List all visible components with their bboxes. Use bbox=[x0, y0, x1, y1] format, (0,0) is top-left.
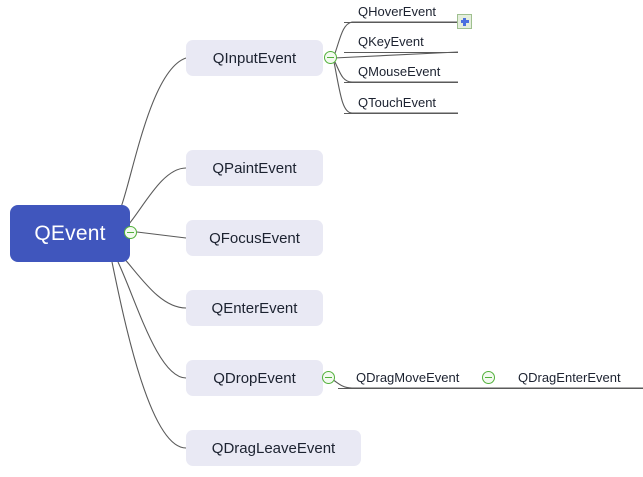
leaf-underline-qmouseevent bbox=[344, 82, 458, 83]
leaf-node-qtouchevent[interactable]: QTouchEvent bbox=[358, 96, 436, 109]
edge-root-to-qpaintevent bbox=[121, 167, 187, 233]
branch-node-label: QFocusEvent bbox=[209, 229, 300, 247]
qinputevent-collapse-icon[interactable] bbox=[324, 51, 337, 64]
leaf-node-label: QMouseEvent bbox=[358, 64, 441, 79]
edge-root-to-qinputevent bbox=[119, 57, 187, 211]
branch-node-qfocusevent[interactable]: QFocusEvent bbox=[186, 220, 323, 256]
leaf-node-label: QDragMoveEvent bbox=[356, 370, 460, 385]
branch-node-qdragleaveevent[interactable]: QDragLeaveEvent bbox=[186, 430, 361, 466]
leaf-node-qmouseevent[interactable]: QMouseEvent bbox=[358, 65, 440, 78]
leaf-underline-qdragmoveevent bbox=[338, 388, 481, 389]
edge-root-to-qdropevent bbox=[117, 261, 187, 379]
leaf-underline-qkeyevent bbox=[344, 52, 458, 53]
branch-node-label: QDragLeaveEvent bbox=[211, 439, 336, 457]
root-node-qevent[interactable]: QEvent bbox=[10, 205, 130, 262]
leaf-node-label: QDragEnterEvent bbox=[518, 370, 621, 385]
branch-node-label: QInputEvent bbox=[212, 49, 297, 67]
root-collapse-icon[interactable] bbox=[124, 226, 137, 239]
leaf-underline-qtouchevent bbox=[344, 113, 458, 114]
qhoverevent-expand-icon[interactable] bbox=[457, 14, 472, 29]
leaf-node-qdragenterevent[interactable]: QDragEnterEvent bbox=[518, 371, 621, 384]
qdropevent-collapse-icon[interactable] bbox=[322, 371, 335, 384]
leaf-underline-qdragenterevent bbox=[481, 388, 643, 389]
leaf-node-qdragmoveevent[interactable]: QDragMoveEvent bbox=[356, 371, 459, 384]
edge-root-to-qenterevent bbox=[121, 255, 187, 309]
edge-root-to-qfocusevent bbox=[136, 231, 187, 239]
leaf-node-label: QKeyEvent bbox=[358, 34, 424, 49]
branch-node-qinputevent[interactable]: QInputEvent bbox=[186, 40, 323, 76]
leaf-underline-qhoverevent bbox=[344, 22, 458, 23]
branch-node-qenterevent[interactable]: QEnterEvent bbox=[186, 290, 323, 326]
leaf-node-label: QTouchEvent bbox=[358, 95, 437, 110]
edge-root-to-qdragleaveevent bbox=[111, 261, 187, 449]
leaf-node-qkeyevent[interactable]: QKeyEvent bbox=[358, 35, 424, 48]
qdragmoveevent-collapse-icon[interactable] bbox=[482, 371, 495, 384]
branch-node-qdropevent[interactable]: QDropEvent bbox=[186, 360, 323, 396]
branch-node-label: QEnterEvent bbox=[211, 299, 298, 317]
root-node-label: QEvent bbox=[34, 221, 106, 245]
leaf-node-label: QHoverEvent bbox=[358, 4, 437, 19]
branch-node-qpaintevent[interactable]: QPaintEvent bbox=[186, 150, 323, 186]
branch-node-label: QPaintEvent bbox=[212, 159, 297, 177]
leaf-node-qhoverevent[interactable]: QHoverEvent bbox=[358, 5, 436, 18]
branch-node-label: QDropEvent bbox=[213, 369, 296, 387]
